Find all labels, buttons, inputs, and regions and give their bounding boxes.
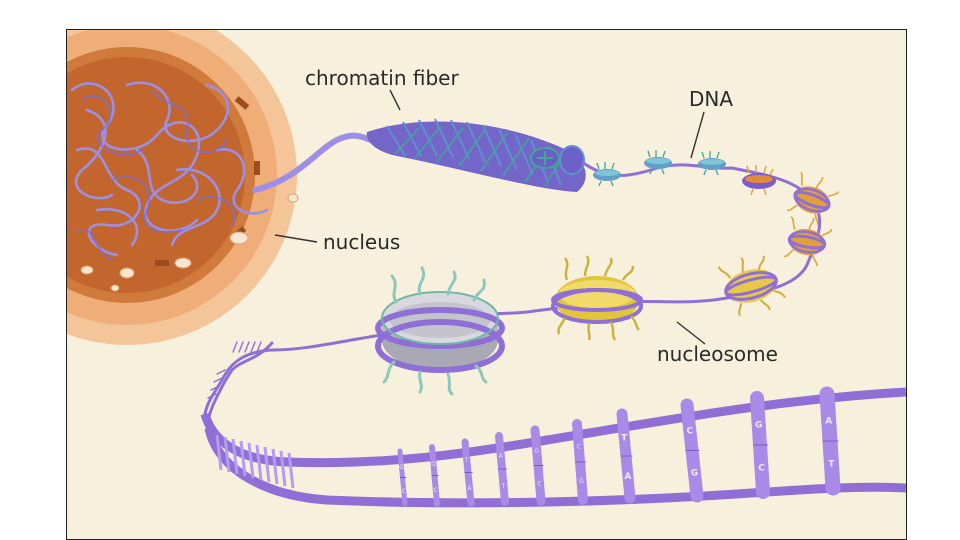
base-letter-top: T bbox=[621, 434, 628, 444]
label-dna: DNA bbox=[689, 87, 733, 111]
small-beads bbox=[593, 150, 776, 196]
ladder-rung-minor bbox=[271, 448, 279, 485]
ladder-rung-minor bbox=[239, 440, 247, 477]
base-letter-bottom: T bbox=[501, 483, 506, 490]
ladder-rung-minor bbox=[223, 436, 231, 473]
gray-nucleosome bbox=[375, 266, 505, 396]
base-letter-bottom: A bbox=[467, 485, 472, 492]
label-leaders bbox=[274, 89, 706, 345]
label-chromatin-fiber: chromatin fiber bbox=[305, 66, 459, 90]
base-letter-top: C bbox=[577, 443, 581, 450]
dna-helix bbox=[203, 333, 384, 430]
base-letter-top: A bbox=[825, 416, 832, 426]
base-letter-bottom: C bbox=[402, 488, 406, 495]
base-letter-bottom: T bbox=[828, 460, 835, 470]
base-letter-top: C bbox=[686, 426, 693, 436]
base-letter-top: G bbox=[431, 461, 436, 468]
base-letter-bottom: G bbox=[691, 468, 698, 478]
base-letter-top: T bbox=[464, 457, 469, 464]
ladder-rung-minor bbox=[287, 452, 295, 489]
chromatin-diagram: G C G C T A A T G C C G T A C G G C A T chromatin fiber DNA… bbox=[67, 30, 906, 508]
diagram-frame: G C G C T A A T G C C G T A C G G C A T chromatin fiber DNA… bbox=[66, 29, 907, 540]
ladder-rung-minor bbox=[215, 434, 223, 471]
base-letter-bottom: C bbox=[434, 487, 438, 494]
dna-ladder: G C G C T A A T G C C G T A C G G C A T bbox=[200, 386, 906, 508]
ladder-rung-minor bbox=[247, 442, 255, 479]
base-letter-top: G bbox=[534, 448, 539, 455]
base-letter-top: G bbox=[399, 464, 404, 471]
ladder-top-strand bbox=[200, 387, 906, 468]
label-nucleus: nucleus bbox=[323, 230, 400, 254]
chromatin-fiber bbox=[366, 118, 586, 192]
base-letter-top: A bbox=[499, 452, 504, 459]
ladder-bottom-strand bbox=[204, 426, 906, 508]
base-letter-bottom: G bbox=[579, 478, 584, 485]
base-letter-top: G bbox=[755, 420, 762, 430]
label-nucleosome: nucleosome bbox=[657, 342, 778, 366]
ladder-rung-minor bbox=[279, 450, 287, 487]
ladder-rung-minor bbox=[263, 446, 271, 483]
orange-nucleosomes bbox=[717, 171, 840, 317]
nucleus bbox=[67, 30, 299, 345]
base-letter-bottom: A bbox=[624, 472, 631, 482]
base-letter-bottom: C bbox=[537, 481, 541, 488]
chromatin-strand bbox=[252, 132, 380, 193]
ladder-rung-minor bbox=[255, 444, 263, 481]
ladder-rung-minor bbox=[231, 438, 239, 475]
base-letter-bottom: C bbox=[758, 464, 765, 474]
yellow-nucleosome bbox=[551, 255, 643, 341]
